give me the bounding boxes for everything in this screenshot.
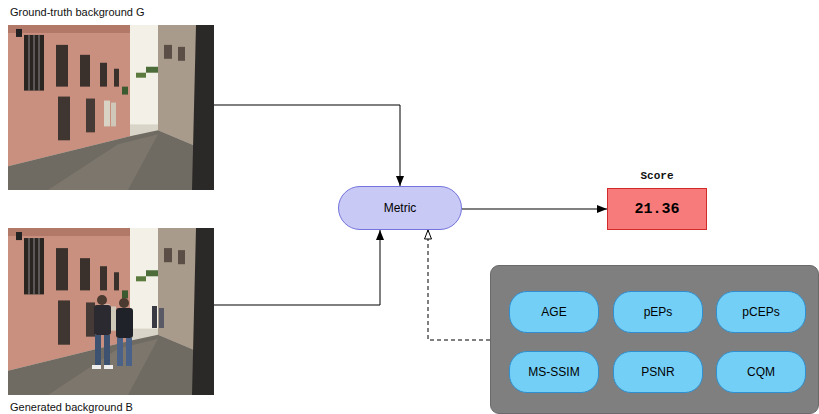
- node-label: PSNR: [641, 365, 674, 379]
- score-box: Score21.36: [607, 188, 707, 230]
- connector-arrow: [462, 209, 607, 210]
- node-label: 21.36: [634, 201, 679, 218]
- ground-truth-image: Ground-truth background G: [8, 25, 214, 190]
- metric-box: Metric: [338, 186, 462, 230]
- metric-option: pCEPs: [716, 291, 806, 333]
- node-label: Metric: [384, 201, 417, 215]
- connector-arrow: [214, 105, 400, 186]
- node-heading: Score: [640, 170, 673, 182]
- dashed-connector: [428, 230, 490, 340]
- node-label: pEPs: [644, 305, 673, 319]
- connector-arrow: [214, 230, 380, 305]
- generated-photo: [8, 228, 214, 395]
- metric-option: AGE: [509, 291, 599, 333]
- node-label: CQM: [747, 365, 775, 379]
- pedestrians: [92, 295, 164, 369]
- metric-option: CQM: [716, 351, 806, 393]
- ground-truth-photo: [8, 25, 214, 190]
- node-heading: Ground-truth background G: [10, 6, 145, 18]
- node-label: pCEPs: [742, 305, 779, 319]
- generated-image: Generated background B: [8, 228, 214, 395]
- node-heading: Generated background B: [10, 401, 133, 413]
- metric-panel: AGE pEPs pCEPsMS-SSIM PSNR CQM: [490, 265, 819, 414]
- metric-option: PSNR: [613, 351, 703, 393]
- metric-option: MS-SSIM: [509, 351, 599, 393]
- node-label: AGE: [541, 305, 566, 319]
- metric-option: pEPs: [613, 291, 703, 333]
- node-label: MS-SSIM: [528, 365, 579, 379]
